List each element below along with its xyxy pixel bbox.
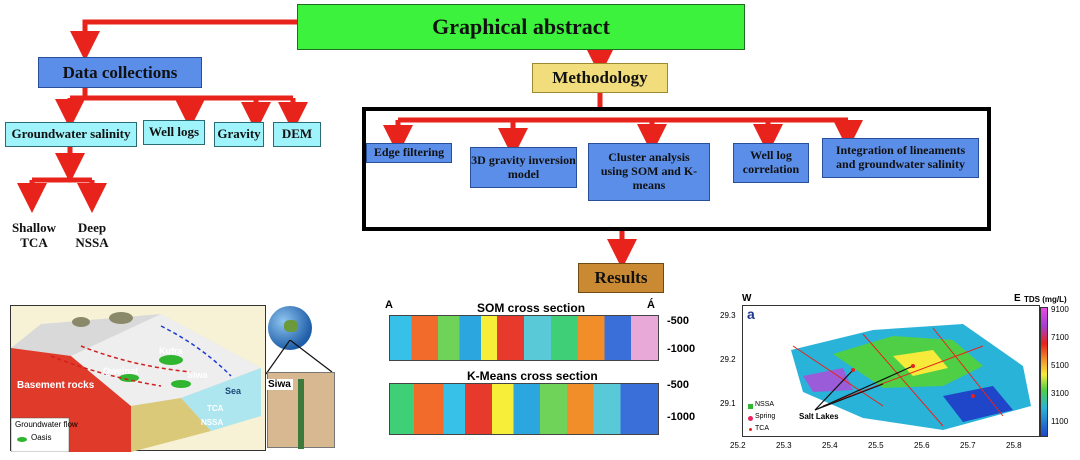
tds-scale-title: TDS (mg/L) [1024, 295, 1067, 304]
block-diagram-illustration [10, 312, 261, 453]
map-panel-letter: a [747, 306, 755, 322]
branch-deep-nssa: Deep NSSA [75, 220, 109, 250]
data-item-dem: DEM [273, 122, 321, 147]
data-collections-box: Data collections [38, 57, 202, 88]
salinity-map-illustration [791, 324, 1031, 430]
kmeans-section-title: K-Means cross section [467, 369, 598, 383]
map-x-tick-25-5: 25.5 [868, 441, 884, 450]
map-x-tick-25-7: 25.7 [960, 441, 976, 450]
egypt-map-inset: Siwa [266, 372, 335, 449]
label-sea: Sea [225, 386, 242, 396]
som-section-title: SOM cross section [477, 301, 586, 315]
methodology-box: Methodology [532, 63, 668, 93]
tds-color-scale [1040, 307, 1048, 437]
kmeans-depth-tick-500: -500 [667, 379, 690, 391]
data-item-well-logs: Well logs [143, 120, 205, 145]
label-qweinat: Qweinat [103, 366, 139, 376]
method-edge-filtering: Edge filtering [366, 143, 452, 163]
tds-tick-5100: 5100 [1051, 361, 1069, 370]
tds-tick-1100: 1100 [1051, 417, 1069, 426]
globe-zoom-lines [265, 340, 333, 375]
methodology-frame [362, 107, 991, 231]
map-x-tick-25-4: 25.4 [822, 441, 838, 450]
section-end-a-prime: Á [647, 299, 655, 311]
map-label-siwa: Siwa [266, 379, 293, 390]
block-diagram-panel: Basement rocks Kufra Qweinat Siwa Sea TC… [10, 305, 266, 453]
data-item-groundwater-salinity: Groundwater salinity [5, 122, 137, 147]
label-tca: TCA [207, 404, 224, 413]
legend-oasis: Oasis [31, 433, 52, 442]
map-x-tick-25-2: 25.2 [730, 441, 746, 450]
globe-icon [268, 306, 312, 350]
nssa-marker-icon [748, 404, 753, 409]
branch-shallow-tca: Shallow TCA [11, 220, 57, 250]
map-y-tick-29-1: 29.1 [720, 399, 736, 408]
tca-marker-icon [749, 428, 752, 431]
section-start-a: A [385, 299, 393, 311]
map-y-tick-29-3: 29.3 [720, 311, 736, 320]
results-label: Results [594, 268, 648, 288]
map-x-tick-25-8: 25.8 [1006, 441, 1022, 450]
map-legend-tca: TCA [755, 425, 769, 432]
map-legend-spring: Spring [755, 413, 776, 420]
methodology-label: Methodology [552, 68, 648, 88]
oasis-legend-icon [17, 437, 27, 442]
tds-tick-9100: 9100 [1051, 305, 1069, 314]
map-y-tick-29-2: 29.2 [720, 355, 736, 364]
title-text: Graphical abstract [432, 14, 610, 40]
som-depth-tick-1000: -1000 [667, 343, 696, 355]
method-well-log-correlation: Well log correlation [733, 143, 809, 183]
results-box: Results [578, 263, 664, 293]
graphical-abstract-title: Graphical abstract [297, 4, 745, 50]
kmeans-cross-section-strip [389, 383, 659, 435]
map-x-tick-25-6: 25.6 [914, 441, 930, 450]
map-corner-west: W [742, 293, 752, 304]
kmeans-depth-tick-1000: -1000 [667, 411, 696, 423]
salinity-map-panel: W E TDS (mg/L) a Salt Lakes [708, 293, 1078, 459]
method-3d-gravity-inversion: 3D gravity inversion model [470, 147, 577, 188]
map-plot-area: a Salt Lakes NSSA Spr [742, 305, 1040, 437]
data-item-gravity: Gravity [214, 122, 264, 147]
method-integration-lineaments: Integration of lineaments and groundwate… [822, 138, 979, 178]
label-basement-rocks: Basement rocks [17, 380, 95, 391]
map-corner-east: E [1014, 293, 1021, 304]
tds-tick-7100: 7100 [1051, 333, 1069, 342]
legend-groundwater-flow: Groundwater flow [15, 420, 78, 429]
spring-marker-icon [748, 416, 753, 421]
map-x-tick-25-3: 25.3 [776, 441, 792, 450]
label-nssa: NSSA [201, 418, 224, 427]
som-depth-tick-500: -500 [667, 315, 690, 327]
som-cross-section-strip [389, 315, 659, 361]
map-legend-nssa: NSSA [755, 401, 775, 408]
method-cluster-analysis: Cluster analysis using SOM and K-means [588, 143, 710, 201]
label-kufra: Kufra [159, 346, 183, 356]
salt-lakes-annotation: Salt Lakes [799, 412, 839, 421]
label-siwa: Siwa [187, 370, 208, 380]
data-collections-label: Data collections [62, 62, 178, 82]
tds-tick-3100: 3100 [1051, 389, 1069, 398]
cross-section-panel: A Á SOM cross section -500 -1000 K-Means… [385, 297, 700, 442]
